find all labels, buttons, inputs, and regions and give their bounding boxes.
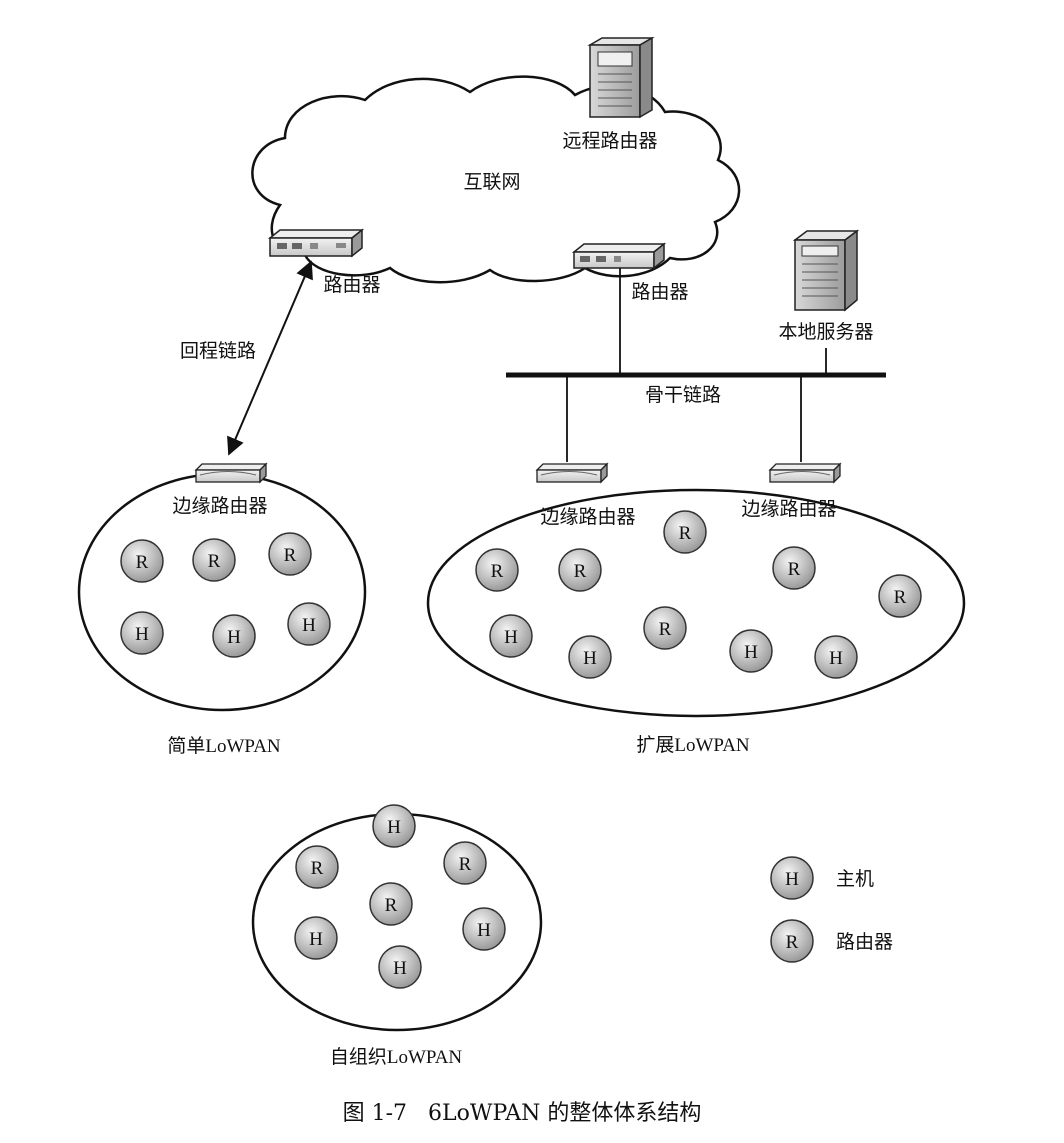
svg-text:H: H [309, 929, 323, 950]
svg-text:R: R [894, 587, 907, 608]
extended-lowpan-label: 扩展LoWPAN [636, 734, 750, 756]
svg-text:H: H [135, 624, 149, 645]
internet-label: 互联网 [463, 171, 520, 193]
svg-text:R: R [679, 523, 692, 544]
svg-text:R: R [491, 561, 504, 582]
edge-router-ext-2-icon [768, 462, 842, 484]
svg-text:H: H [387, 817, 401, 838]
simple-lowpan-nodes: R R R H H H [120, 532, 331, 658]
node-router: R [663, 510, 707, 554]
edge-router-simple-label: 边缘路由器 [172, 495, 267, 517]
backbone-link-label: 骨干链路 [645, 384, 721, 406]
node-host: H [287, 602, 331, 646]
node-host: H [489, 614, 533, 658]
svg-text:R: R [136, 552, 149, 573]
node-router: R [643, 606, 687, 650]
node-host: H [729, 629, 773, 673]
svg-text:H: H [504, 627, 518, 648]
svg-text:H: H [302, 615, 316, 636]
node-host: H [120, 611, 164, 655]
internet-cloud [251, 75, 741, 284]
node-host: H [294, 916, 338, 960]
svg-text:H: H [583, 648, 597, 669]
node-router: R [475, 548, 519, 592]
svg-text:R: R [459, 854, 472, 875]
node-router: R [878, 574, 922, 618]
svg-text:R: R [284, 545, 297, 566]
extended-lowpan-nodes: R R R R R R H H H H [475, 510, 922, 679]
svg-text:R: R [385, 895, 398, 916]
svg-text:H: H [393, 958, 407, 979]
edge-router-ext-1-label: 边缘路由器 [540, 506, 635, 528]
edge-router-ext-1-icon [535, 462, 609, 484]
adhoc-lowpan-label: 自组织LoWPAN [330, 1046, 463, 1068]
node-host: H [212, 614, 256, 658]
svg-text:H: H [785, 869, 799, 890]
svg-text:R: R [311, 858, 324, 879]
node-router: R [772, 546, 816, 590]
router-right-icon [571, 242, 667, 270]
svg-text:R: R [574, 561, 587, 582]
svg-text:H: H [829, 648, 843, 669]
legend-host-label: 主机 [836, 868, 874, 890]
node-router: R [369, 882, 413, 926]
router-left-label: 路由器 [323, 274, 380, 296]
legend-host-symbol: H [770, 856, 814, 900]
node-router: R [295, 845, 339, 889]
node-router: R [192, 538, 236, 582]
node-router: R [120, 539, 164, 583]
svg-text:H: H [744, 642, 758, 663]
remote-server-icon [587, 36, 655, 119]
node-router: R [558, 548, 602, 592]
node-host: H [814, 635, 858, 679]
edge-router-ext-2-label: 边缘路由器 [741, 498, 836, 520]
svg-text:H: H [477, 920, 491, 941]
adhoc-lowpan-nodes: H R R R H H H [294, 804, 506, 989]
svg-text:R: R [788, 559, 801, 580]
local-server-label: 本地服务器 [778, 321, 873, 343]
node-host: H [462, 907, 506, 951]
svg-text:R: R [786, 932, 799, 953]
svg-text:H: H [227, 627, 241, 648]
router-left-icon [267, 228, 365, 258]
simple-lowpan-label: 简单LoWPAN [167, 735, 281, 757]
local-server-icon [792, 229, 860, 312]
svg-text:R: R [208, 551, 221, 572]
backhaul-link-label: 回程链路 [180, 340, 256, 362]
node-host: H [372, 804, 416, 848]
svg-text:R: R [659, 619, 672, 640]
remote-router-label: 远程路由器 [562, 130, 657, 152]
backhaul-link-arrow [227, 260, 313, 456]
figure-caption: 图 1-7 6LoWPAN 的整体体系结构 [343, 1101, 702, 1126]
node-host: H [378, 945, 422, 989]
node-router: R [443, 841, 487, 885]
legend: H 主机 R 路由器 [770, 856, 893, 963]
legend-router-symbol: R [770, 919, 814, 963]
node-router: R [268, 532, 312, 576]
edge-router-simple-icon [194, 462, 268, 484]
node-host: H [568, 635, 612, 679]
router-right-label: 路由器 [631, 281, 688, 303]
legend-router-label: 路由器 [836, 931, 893, 953]
